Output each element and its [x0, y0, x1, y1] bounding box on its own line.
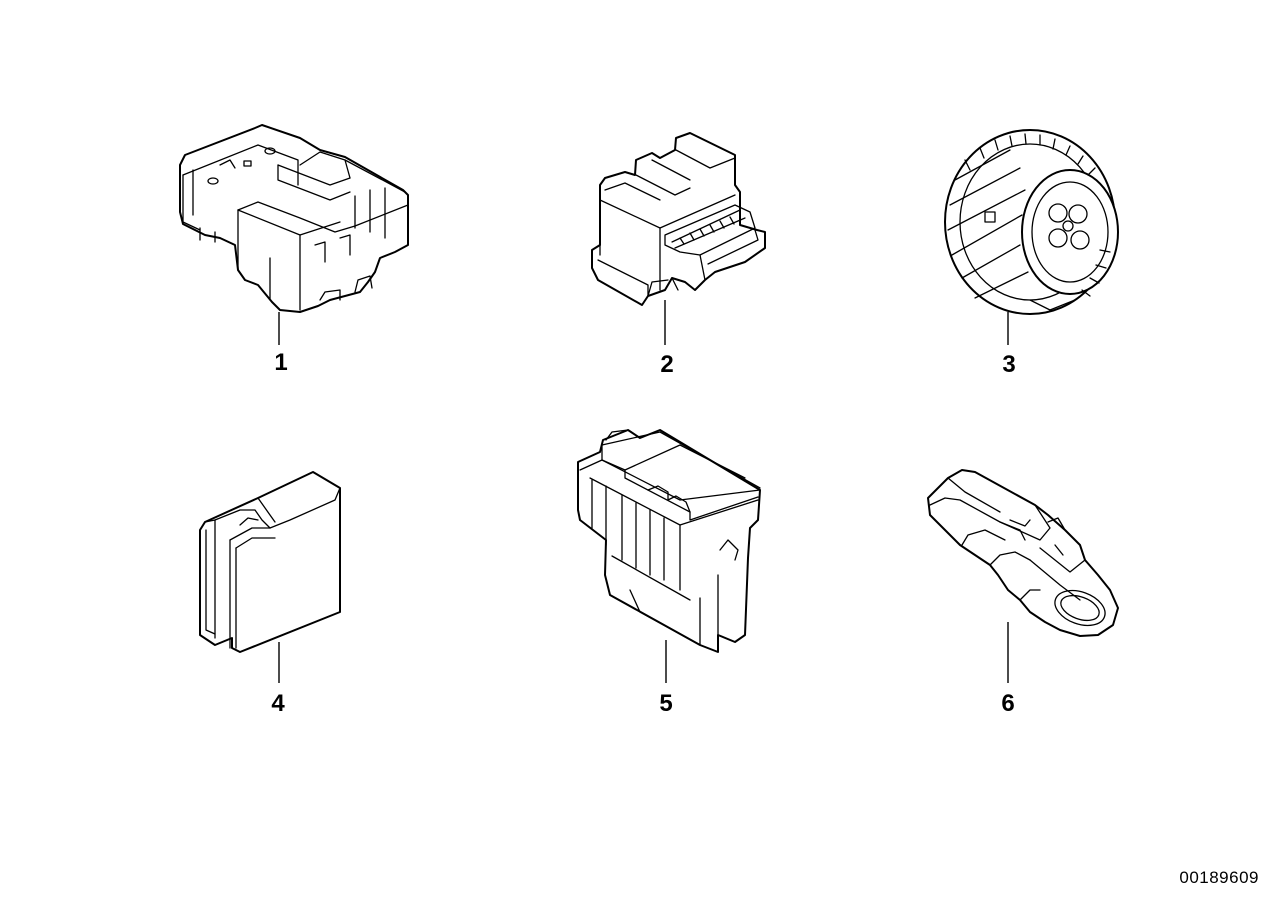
- callout-label-4: 4: [271, 690, 285, 717]
- open-connector-housing-icon: [577, 429, 761, 653]
- callout-label-6: 6: [1001, 690, 1014, 717]
- callout-label-5: 5: [659, 690, 672, 717]
- flat-plug-connector-icon: [591, 132, 766, 306]
- round-connector-socket-icon: [944, 129, 1119, 315]
- part-1: 1: [179, 124, 409, 376]
- callout-label-1: 1: [274, 349, 287, 376]
- multi-pin-connector-housing-icon: [179, 124, 409, 313]
- sealed-plug-connector-icon: [927, 469, 1119, 637]
- part-3: 3: [944, 129, 1119, 378]
- callout-label-3: 3: [1002, 351, 1015, 378]
- part-6: 6: [927, 469, 1119, 717]
- callout-label-2: 2: [660, 351, 673, 378]
- part-5: 5: [577, 429, 761, 717]
- part-4: 4: [199, 471, 341, 717]
- document-number: 00189609: [1179, 868, 1259, 887]
- part-2: 2: [591, 132, 766, 378]
- connector-cover-clip-icon: [199, 471, 341, 653]
